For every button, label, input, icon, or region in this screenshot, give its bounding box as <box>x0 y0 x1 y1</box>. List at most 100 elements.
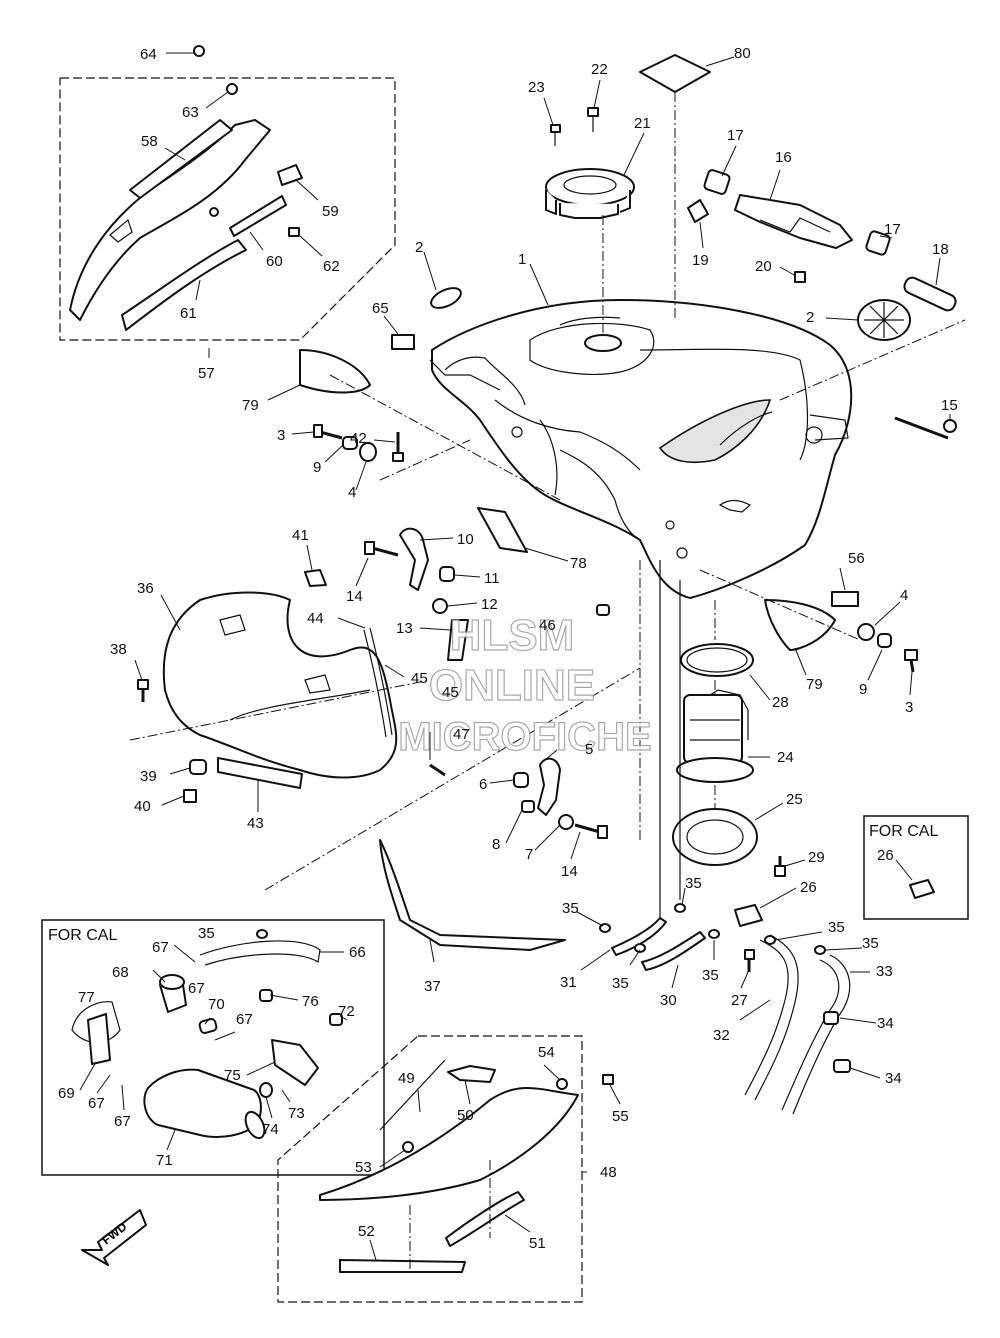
callout-57: 57 <box>198 365 215 382</box>
collar-46 <box>596 604 610 616</box>
callout-42: 42 <box>350 430 367 447</box>
cal-canister-box-title: FOR CAL <box>48 927 117 944</box>
callout-17-right: 17 <box>884 221 901 238</box>
plate-25 <box>672 808 758 866</box>
watermark-line-1: HLSM <box>450 611 575 660</box>
watermark-line-3: MICROFICHE <box>398 715 651 759</box>
callout-48: 48 <box>600 1164 617 1181</box>
callout-9-right: 9 <box>859 681 867 698</box>
collar-7 <box>558 814 574 830</box>
ring-2-left <box>430 287 462 309</box>
group-box-57 <box>59 77 396 341</box>
callout-70: 70 <box>208 996 225 1013</box>
side-cover-group-57 <box>69 45 303 331</box>
watermark-line-2: ONLINE <box>429 661 595 710</box>
callout-67-a: 67 <box>152 939 169 956</box>
bolt-14-right <box>574 823 608 839</box>
callout-36: 36 <box>137 580 154 597</box>
bolt-3-right <box>904 649 918 673</box>
callout-10: 10 <box>457 531 474 548</box>
callout-5: 5 <box>585 741 593 758</box>
callout-59: 59 <box>322 203 339 220</box>
callout-67-e: 67 <box>114 1113 131 1130</box>
hose-32 <box>744 934 799 1101</box>
callout-77: 77 <box>78 989 95 1006</box>
callout-12: 12 <box>481 596 498 613</box>
callout-3-right: 3 <box>905 699 913 716</box>
callout-11: 11 <box>484 570 500 587</box>
label-80 <box>639 54 711 93</box>
callout-50: 50 <box>457 1107 474 1124</box>
callout-26: 26 <box>800 879 817 896</box>
group-box-48 <box>277 1035 583 1303</box>
callout-74: 74 <box>262 1121 279 1138</box>
callout-45-b: 45 <box>442 684 459 701</box>
hose-31 <box>611 560 667 956</box>
callout-56: 56 <box>848 550 865 567</box>
callout-3-left: 3 <box>277 427 285 444</box>
callout-34-lower: 34 <box>885 1070 902 1087</box>
callout-38: 38 <box>110 641 127 658</box>
callout-75: 75 <box>224 1067 241 1084</box>
bolt-14-left <box>364 541 399 557</box>
callout-4-right: 4 <box>900 587 908 604</box>
callout-44: 44 <box>307 610 324 627</box>
callout-55: 55 <box>612 1108 629 1125</box>
callout-60: 60 <box>266 253 283 270</box>
fuel-pump-24 <box>676 689 754 783</box>
callout-37: 37 <box>424 978 441 995</box>
callout-16: 16 <box>775 149 792 166</box>
filler-cap-assembly <box>545 107 635 219</box>
bracket-10 <box>399 527 429 591</box>
callout-35-f: 35 <box>702 967 719 984</box>
callout-30: 30 <box>660 992 677 1009</box>
damper-65 <box>391 334 415 350</box>
callout-46: 46 <box>539 617 556 634</box>
callout-73: 73 <box>288 1105 305 1122</box>
callout-23: 23 <box>528 79 545 96</box>
callout-29: 29 <box>808 849 825 866</box>
damper-6 <box>513 772 529 788</box>
damper-43 <box>217 757 303 789</box>
callout-31: 31 <box>560 974 577 991</box>
callout-45-a: 45 <box>411 670 428 687</box>
callout-35-g: 35 <box>198 925 215 942</box>
callout-34-upper: 34 <box>877 1015 894 1032</box>
bracket-13 <box>447 619 469 661</box>
callout-35-d: 35 <box>862 935 879 952</box>
callout-52: 52 <box>358 1223 375 1240</box>
callout-14-left: 14 <box>346 588 363 605</box>
callout-4-left: 4 <box>348 484 356 501</box>
callout-20: 20 <box>755 258 772 275</box>
bolt-42 <box>392 432 404 462</box>
callout-67-c: 67 <box>236 1011 253 1028</box>
rubber-cap-2 <box>857 299 911 341</box>
lower-cover-37 <box>379 839 566 951</box>
callout-17-left: 17 <box>727 127 744 144</box>
callout-79-right: 79 <box>806 676 823 693</box>
leader-lines <box>79 52 951 1261</box>
tank-cover-36 <box>162 591 398 779</box>
bolt-38 <box>137 679 149 702</box>
collar-12 <box>432 598 448 614</box>
callout-67-d: 67 <box>88 1095 105 1112</box>
callout-35-b: 35 <box>562 900 579 917</box>
callout-58: 58 <box>141 133 158 150</box>
callout-63: 63 <box>182 104 199 121</box>
callout-39: 39 <box>140 768 157 785</box>
callout-8: 8 <box>492 836 500 853</box>
cal-canister-inset-box: FOR CAL <box>41 919 385 1176</box>
bolt-47 <box>429 763 446 777</box>
callout-33: 33 <box>876 963 893 980</box>
collar-9-left <box>342 436 358 450</box>
callout-32: 32 <box>713 1027 730 1044</box>
callout-79-left: 79 <box>242 397 259 414</box>
bracket-5 <box>537 757 561 816</box>
alignment-lines <box>129 92 966 1272</box>
callout-24: 24 <box>777 749 794 766</box>
callout-51: 51 <box>529 1235 546 1252</box>
callout-13: 13 <box>396 620 413 637</box>
damper-78 <box>477 507 528 553</box>
callout-35-a: 35 <box>685 875 702 892</box>
